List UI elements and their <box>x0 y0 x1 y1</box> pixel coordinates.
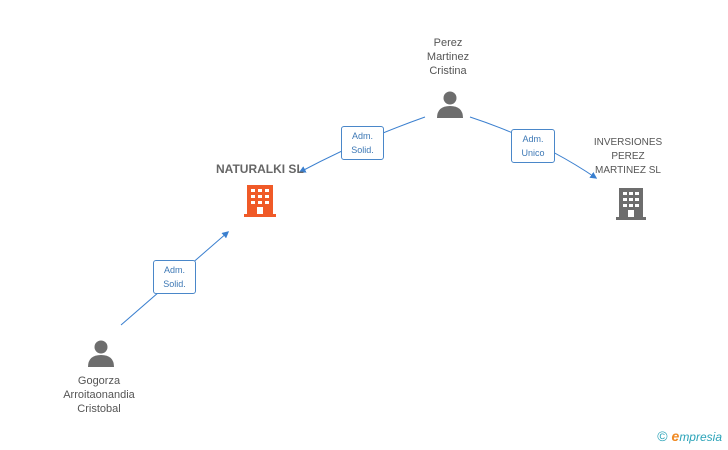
person-icon[interactable] <box>86 339 116 369</box>
brand-name: mpresia <box>679 430 722 444</box>
edge-label-line2: Unico <box>521 148 545 158</box>
edge-label-line1: Adm. <box>351 131 373 141</box>
building-icon[interactable] <box>616 186 646 220</box>
person-label-perez[interactable]: Perez Martinez Cristina <box>426 37 470 77</box>
brand-footer: ©empresia <box>657 428 722 444</box>
edge-label-line2: Solid. <box>163 279 186 289</box>
edge-label-line1: Adm. <box>522 134 544 144</box>
person-label-gogorza[interactable]: Gogorza Arroitaonandia Cristobal <box>63 375 135 415</box>
company-label-inversiones[interactable]: INVERSIONES PEREZ MARTINEZ SL <box>593 137 663 176</box>
edge-label-gogorza-naturalki[interactable]: Adm. Solid. <box>153 260 196 294</box>
edge-label-perez-inversiones[interactable]: Adm. Unico <box>511 129 555 163</box>
edge-label-line1: Adm. <box>163 265 185 275</box>
edge-label-perez-naturalki[interactable]: Adm. Solid. <box>341 126 384 160</box>
copyright-icon: © <box>657 428 668 444</box>
person-icon[interactable] <box>435 90 465 120</box>
edge-label-line2: Solid. <box>351 145 374 155</box>
company-label-naturalki[interactable]: NATURALKI SL <box>216 162 304 176</box>
brand-logo-e: e <box>671 428 680 444</box>
building-icon[interactable] <box>244 183 276 217</box>
